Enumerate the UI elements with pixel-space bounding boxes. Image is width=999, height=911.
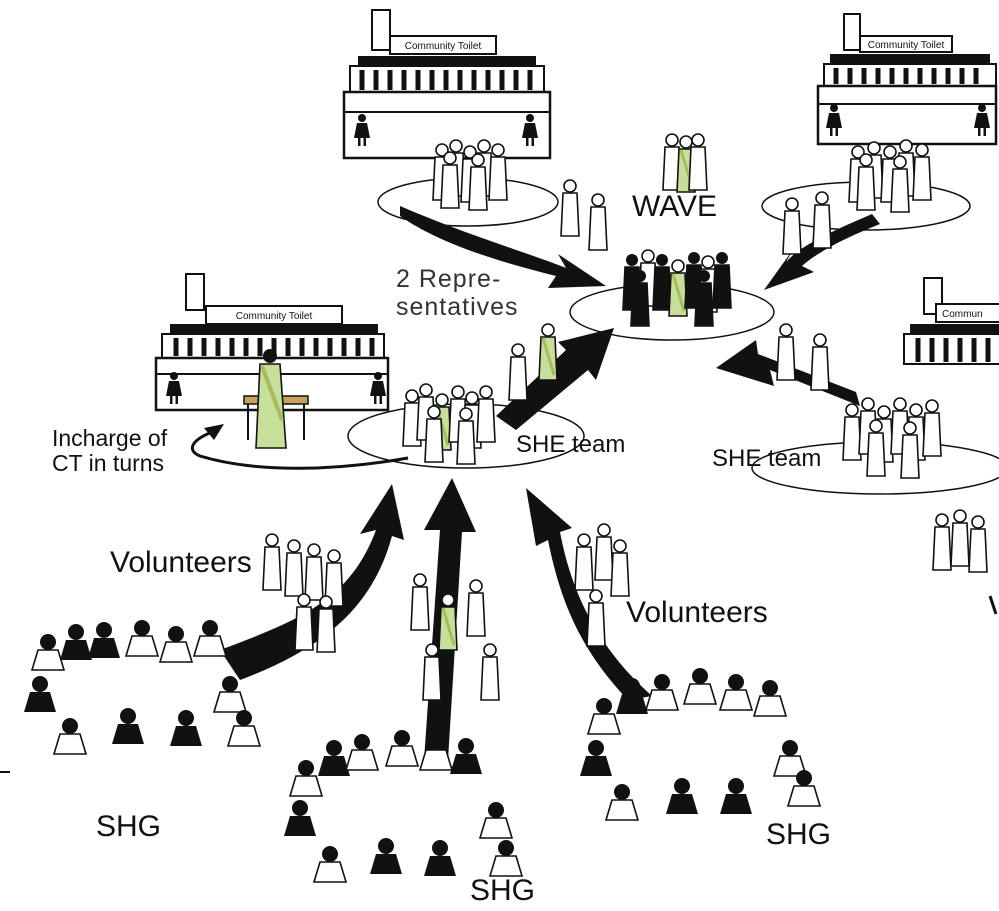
incharge-line-1: Incharge of — [52, 425, 168, 451]
community-toilet-4: Commun — [903, 277, 999, 365]
shg-circle-left — [24, 619, 261, 755]
arrow-to-wave — [764, 214, 880, 290]
she-team-label-right: SHE team — [712, 445, 822, 472]
she-team-label-left: SHE team — [516, 431, 626, 458]
representatives-line-2: sentatives — [396, 292, 519, 321]
shg-label-right: SHG — [766, 818, 832, 851]
arrow-shg-to-she — [526, 488, 652, 700]
shg-label-left: SHG — [96, 810, 162, 843]
community-toilet-3: Community Toilet — [154, 273, 390, 449]
far-right-group — [932, 509, 988, 573]
representatives-line-1: 2 Repre- — [396, 265, 502, 293]
incharge-woman — [243, 349, 309, 449]
shg-circle-center — [284, 729, 523, 883]
arrow-to-wave — [400, 206, 606, 288]
incharge-line-2: CT in turns — [52, 450, 165, 477]
toilet-sign-4: Commun — [942, 309, 983, 320]
volunteers-label-right: Volunteers — [626, 596, 768, 629]
community-toilet-2: Community Toilet — [816, 13, 998, 146]
incharge-rotation-arrow — [190, 430, 409, 470]
crowd-toilet-1 — [432, 139, 508, 211]
toilet-sign-1: Community Toilet — [405, 41, 482, 52]
toilet-sign-2: Community Toilet — [868, 40, 945, 51]
wave-label: WAVE — [632, 190, 718, 223]
arrow-head — [204, 424, 224, 440]
community-toilet-1: Community Toilet — [342, 9, 552, 160]
incharge-label: Incharge of CT in turns — [52, 425, 168, 477]
toilet-sign-3: Community Toilet — [236, 311, 313, 322]
wave-leaders — [662, 133, 708, 194]
stray-mark — [988, 595, 998, 615]
shg-label-center: SHG — [470, 874, 536, 907]
shg-circle-right — [580, 667, 821, 821]
volunteers-label-left: Volunteers — [110, 546, 252, 579]
representatives-label: 2 Repre- sentatives — [396, 265, 519, 321]
